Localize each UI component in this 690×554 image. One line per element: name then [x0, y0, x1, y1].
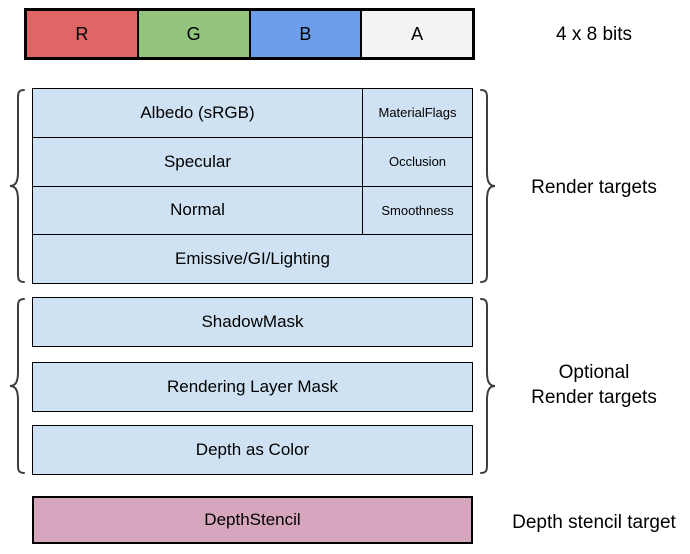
bit-depth-label: 4 x 8 bits	[555, 24, 633, 45]
table-row-specular: Specular Occlusion	[33, 136, 472, 186]
shadowmask-box: ShadowMask	[32, 297, 473, 347]
cell-materialflags: MaterialFlags	[362, 89, 472, 137]
optional-render-targets-label: Optional Render targets	[500, 360, 688, 410]
optional-label-line2: Render targets	[531, 387, 657, 408]
table-row-emissive: Emissive/GI/Lighting	[33, 234, 472, 283]
cell-normal: Normal	[170, 200, 225, 220]
channel-cell-a: A	[362, 11, 472, 57]
curly-brace-right-render-targets	[477, 88, 499, 284]
table-row-albedo: Albedo (sRGB) MaterialFlags	[33, 89, 472, 137]
channel-cell-g: G	[138, 11, 251, 57]
channel-cell-b: B	[250, 11, 363, 57]
rendering-layer-mask-box: Rendering Layer Mask	[32, 362, 473, 412]
depthstencil-box: DepthStencil	[32, 496, 473, 544]
channel-cell-r: R	[27, 11, 139, 57]
cell-emissive: Emissive/GI/Lighting	[175, 249, 330, 269]
depth-stencil-target-label: Depth stencil target	[512, 512, 676, 533]
cell-occlusion: Occlusion	[362, 137, 472, 186]
cell-albedo: Albedo (sRGB)	[140, 102, 255, 122]
table-row-normal: Normal Smoothness	[33, 185, 472, 235]
curly-brace-left-render-targets	[6, 88, 28, 284]
cell-specular: Specular	[163, 151, 232, 171]
cell-smoothness: Smoothness	[362, 186, 472, 235]
curly-brace-right-optional-targets	[477, 297, 499, 475]
render-targets-table: Albedo (sRGB) MaterialFlags Specular Occ…	[32, 88, 473, 284]
curly-brace-left-optional-targets	[6, 297, 28, 475]
depth-as-color-box: Depth as Color	[32, 425, 473, 475]
render-targets-label: Render targets	[531, 177, 657, 198]
rgba-bit-strip: R G B A	[24, 8, 475, 60]
optional-label-line1: Optional	[558, 362, 630, 383]
